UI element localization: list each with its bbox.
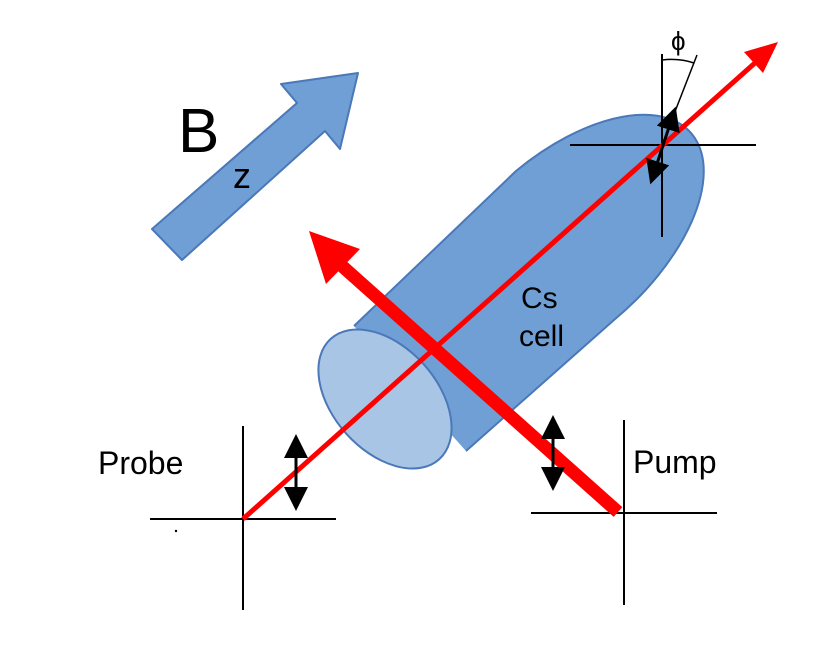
pump-beam-arrowhead bbox=[309, 231, 360, 284]
rotation-angle-line bbox=[661, 54, 698, 146]
probe-beam-arrowhead bbox=[744, 42, 778, 73]
rotation-angle-arc bbox=[661, 58, 695, 64]
pump-beam bbox=[337, 261, 623, 517]
angle-label: ϕ bbox=[671, 26, 686, 56]
magnetic-field-arrow bbox=[151, 72, 359, 261]
cs-cell-body bbox=[353, 113, 705, 452]
field-symbol-label: B bbox=[178, 97, 219, 166]
probe-label: Probe bbox=[98, 445, 183, 481]
cell-label-line2: cell bbox=[519, 320, 564, 353]
probe-dot bbox=[174, 529, 178, 533]
pump-label: Pump bbox=[633, 444, 717, 480]
field-subscript-label: z bbox=[233, 155, 251, 196]
cell-label-line1: Cs bbox=[521, 282, 558, 315]
